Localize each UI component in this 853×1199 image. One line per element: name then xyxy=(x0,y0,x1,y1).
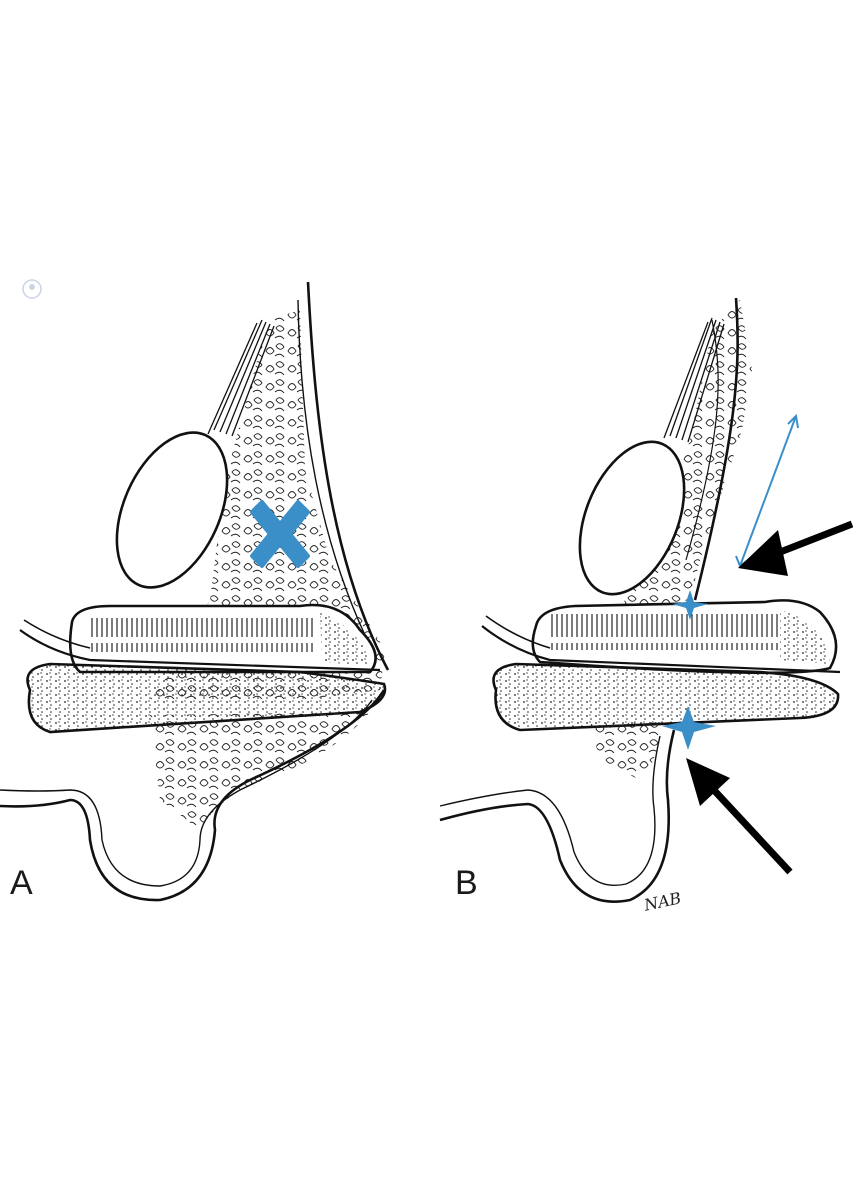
panel-a-drawing xyxy=(0,281,390,902)
lower-fat-region-b xyxy=(590,722,660,780)
black-arrow-icon xyxy=(738,520,853,576)
lower-tarsus-b xyxy=(492,662,840,732)
lower-fat-region-a xyxy=(150,712,370,830)
black-arrow-icon xyxy=(686,758,793,875)
orbital-fat-region-a xyxy=(150,310,385,700)
panel-b-drawing xyxy=(439,297,841,903)
lower-skin-line-a xyxy=(0,689,386,902)
watermark-logo-icon xyxy=(22,279,42,299)
blue-star-icon xyxy=(672,590,708,620)
eyeball-a xyxy=(115,431,229,589)
blue-x-icon xyxy=(250,500,310,568)
levator-fibers-a xyxy=(207,319,275,437)
orbital-fat-region-b xyxy=(620,300,752,610)
panel-label-b: B xyxy=(455,864,478,902)
blue-star-icon xyxy=(662,706,716,750)
skin-line-b xyxy=(693,297,739,601)
lower-skin-line-b xyxy=(439,729,676,903)
panel-label-a: A xyxy=(10,864,33,902)
eyeball-b xyxy=(578,440,686,596)
skin-line-a xyxy=(306,281,390,671)
levator-fibers-b xyxy=(663,317,725,443)
